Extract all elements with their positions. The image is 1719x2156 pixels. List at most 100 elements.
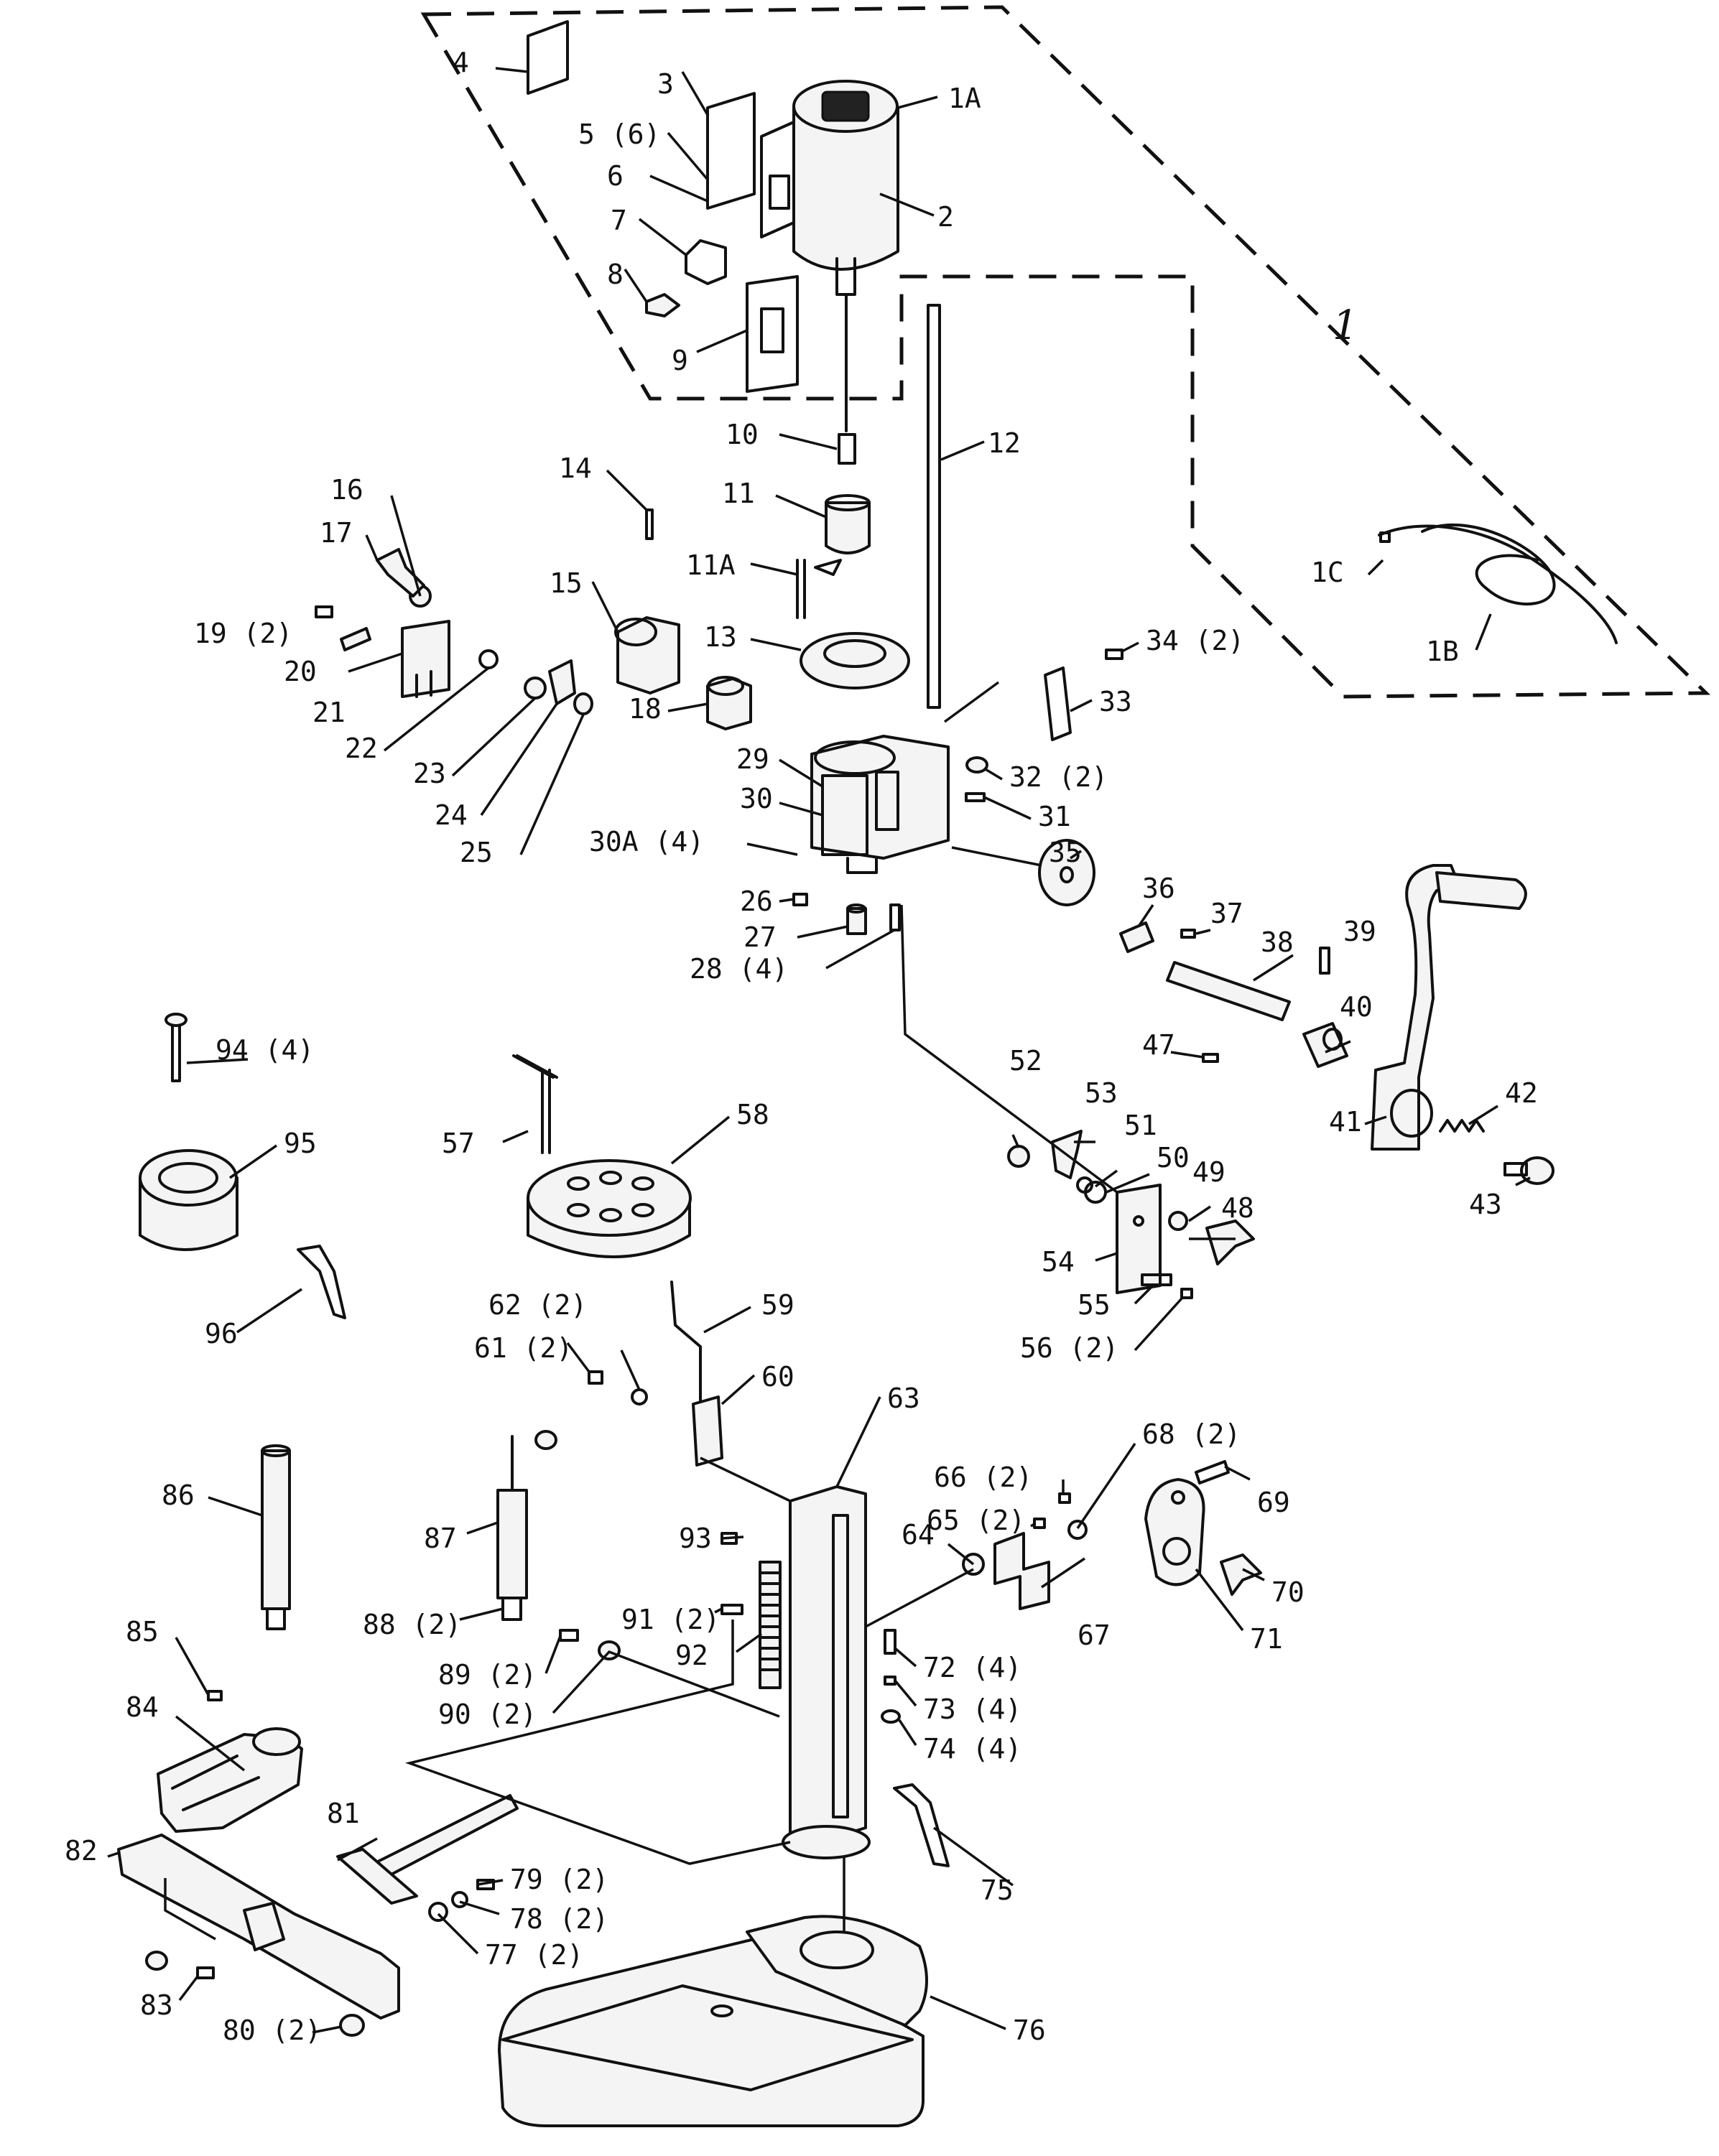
callout-50: 50 xyxy=(1157,1142,1190,1174)
handle-41 xyxy=(1371,864,1527,1151)
callout-10: 10 xyxy=(726,419,759,450)
callout-78: 78 (2) xyxy=(510,1903,608,1935)
callout-22: 22 xyxy=(345,733,378,764)
callout-47: 47 xyxy=(1142,1029,1175,1061)
callout-38: 38 xyxy=(1261,926,1294,958)
callout-83: 83 xyxy=(140,1989,173,2021)
callout-13: 13 xyxy=(704,621,737,653)
callout-labels: 1A 2 3 4 5 (6) 6 7 8 9 10 11 11A 12 13 1… xyxy=(65,47,1538,2046)
callout-36: 36 xyxy=(1142,873,1175,904)
callout-40: 40 xyxy=(1340,991,1373,1023)
rod-59 xyxy=(670,1281,702,1416)
callout-56: 56 (2) xyxy=(1020,1332,1118,1364)
callout-1C: 1C xyxy=(1311,557,1344,588)
callout-23: 23 xyxy=(413,758,446,789)
screw-89 xyxy=(559,1629,579,1642)
callout-21: 21 xyxy=(312,697,346,728)
callout-27: 27 xyxy=(743,921,777,953)
bushing-18 xyxy=(706,676,752,730)
nut-80 xyxy=(339,2014,365,2037)
callout-49: 49 xyxy=(1192,1156,1225,1188)
washer-73 xyxy=(884,1676,896,1686)
screw-83 xyxy=(196,1966,215,1979)
lever-17 xyxy=(376,548,425,598)
callout-1A: 1A xyxy=(948,83,981,114)
callout-7: 7 xyxy=(611,205,627,236)
callout-39: 39 xyxy=(1343,916,1376,947)
callout-51: 51 xyxy=(1124,1110,1157,1141)
callout-2: 2 xyxy=(937,201,954,233)
plate-54 xyxy=(1116,1184,1162,1294)
callout-9: 9 xyxy=(672,345,688,376)
bushing-15 xyxy=(614,616,680,694)
screw-61 xyxy=(588,1370,603,1385)
callout-29: 29 xyxy=(736,743,769,775)
callout-30A: 30A (4) xyxy=(589,826,704,858)
motor-assembly-group-outline xyxy=(420,5,1711,699)
callout-30: 30 xyxy=(740,783,773,814)
callout-96: 96 xyxy=(205,1318,238,1349)
rod-81 xyxy=(372,1794,519,1879)
plate-3 xyxy=(706,92,756,210)
callout-32: 32 (2) xyxy=(1009,761,1108,793)
callout-88: 88 (2) xyxy=(363,1609,461,1640)
callout-75: 75 xyxy=(981,1874,1014,1906)
callout-82: 82 xyxy=(65,1835,98,1867)
bolt-94 xyxy=(165,1013,187,1082)
screw-31 xyxy=(965,792,986,802)
leader-lines xyxy=(107,67,1531,2034)
callout-87: 87 xyxy=(424,1523,457,1554)
callout-3: 3 xyxy=(657,68,674,100)
callout-48: 48 xyxy=(1221,1192,1254,1224)
callout-86: 86 xyxy=(162,1479,195,1511)
callout-58: 58 xyxy=(736,1099,769,1130)
callout-64: 64 xyxy=(902,1519,935,1551)
callout-54: 54 xyxy=(1042,1246,1075,1278)
callout-11: 11 xyxy=(722,478,755,509)
disc-35 xyxy=(1038,839,1095,906)
callout-72: 72 (4) xyxy=(923,1652,1021,1683)
callout-70: 70 xyxy=(1271,1576,1305,1608)
bit-stand-58 xyxy=(527,1159,692,1258)
callout-93: 93 xyxy=(679,1523,712,1554)
post-86 xyxy=(261,1444,291,1630)
callout-71: 71 xyxy=(1250,1623,1283,1655)
pin-20 xyxy=(340,627,371,651)
ring-13 xyxy=(800,632,910,689)
nut-25 xyxy=(573,692,593,715)
bracket-67 xyxy=(993,1532,1050,1610)
callout-20: 20 xyxy=(284,656,317,687)
lever-96 xyxy=(297,1245,346,1319)
callout-42: 42 xyxy=(1505,1077,1538,1109)
spring-42 xyxy=(1439,1119,1485,1133)
callout-15: 15 xyxy=(550,567,583,599)
callout-74: 74 (4) xyxy=(923,1733,1021,1765)
callout-61: 61 (2) xyxy=(474,1332,573,1364)
callout-90: 90 (2) xyxy=(438,1699,537,1730)
collar-36 xyxy=(1119,921,1154,953)
screw-72 xyxy=(884,1629,896,1655)
washer-22 xyxy=(478,649,499,669)
callout-26: 26 xyxy=(740,886,773,917)
washer-74 xyxy=(881,1709,901,1724)
callout-4: 4 xyxy=(453,47,469,78)
callout-19: 19 (2) xyxy=(194,618,292,649)
wrench-57 xyxy=(512,1054,558,1154)
washer-77 xyxy=(428,1902,448,1922)
screw-91 xyxy=(721,1604,743,1615)
callout-80: 80 (2) xyxy=(223,2015,321,2046)
callout-52: 52 xyxy=(1009,1045,1042,1077)
screw-37 xyxy=(1180,929,1196,939)
screw-19 xyxy=(315,605,333,618)
callout-69: 69 xyxy=(1257,1487,1290,1518)
gas-spring-87 xyxy=(496,1430,557,1621)
callout-5: 5 (6) xyxy=(578,119,660,150)
screw-28 xyxy=(889,903,901,931)
callout-33: 33 xyxy=(1099,686,1132,717)
chuck-parts xyxy=(796,433,871,619)
callout-73: 73 (4) xyxy=(923,1693,1021,1725)
callout-68: 68 (2) xyxy=(1142,1418,1241,1450)
column-63 xyxy=(782,1485,871,1859)
screw-56 xyxy=(1180,1288,1193,1299)
